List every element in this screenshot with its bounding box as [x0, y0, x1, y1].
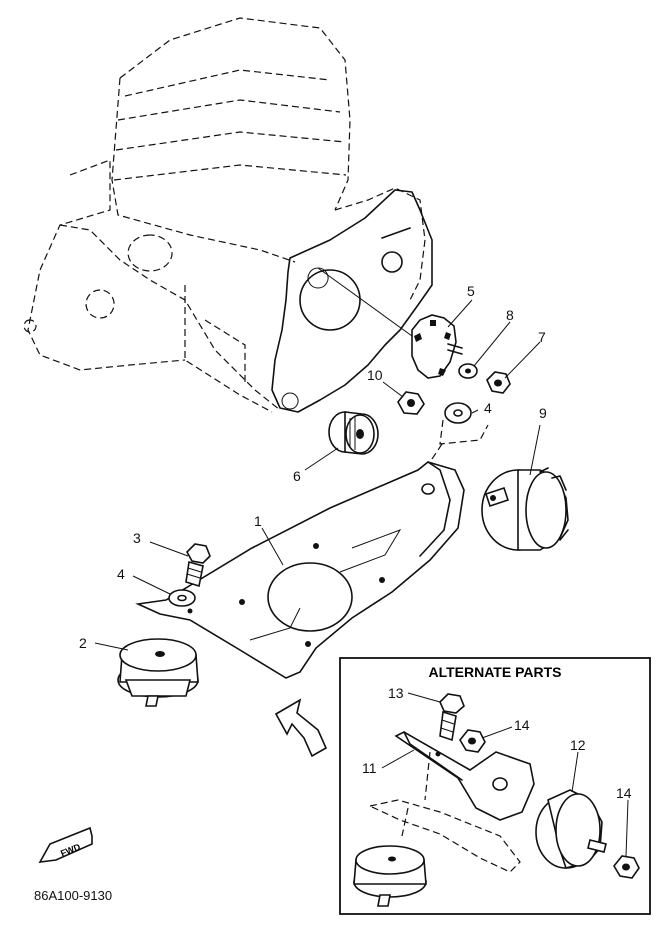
- forward-direction-arrow: [274, 698, 328, 758]
- callout-5: 5: [467, 283, 475, 299]
- callout-7: 7: [538, 329, 546, 345]
- inset-title: ALTERNATE PARTS: [429, 664, 562, 680]
- nut-part-7: [486, 371, 511, 394]
- rubber-mount-inset: [353, 845, 427, 907]
- engine-outline: [23, 17, 433, 413]
- callout-4-upper: 4: [484, 400, 492, 416]
- callout-10: 10: [367, 367, 383, 383]
- callout-1: 1: [254, 513, 262, 529]
- alternate-plate-outline: [368, 799, 521, 873]
- callout-14-upper: 14: [514, 717, 530, 733]
- bolt-part-13: [439, 693, 465, 742]
- callout-9: 9: [539, 405, 547, 421]
- nut-part-14-upper: [459, 729, 486, 753]
- callout-numbers: 1 2 3 4 4 5 6 7 8 9 10: [79, 283, 547, 651]
- nut-part-14-right: [613, 855, 640, 879]
- callout-14-right: 14: [616, 785, 632, 801]
- callout-2: 2: [79, 635, 87, 651]
- engine-mount-part-12: [535, 789, 607, 869]
- callout-6: 6: [293, 468, 301, 484]
- callout-leaders: [94, 299, 541, 651]
- bolt-part-3: [185, 543, 211, 588]
- fwd-indicator: FWD: [38, 826, 93, 863]
- alignment-dash: [401, 751, 431, 837]
- figure-code: 86A100-9130: [34, 888, 112, 903]
- washer-part-4-upper: [444, 402, 472, 424]
- rubber-mount-part-2: [117, 638, 199, 707]
- callout-12: 12: [570, 737, 586, 753]
- engine-mount-part-9: [481, 467, 569, 551]
- callout-13: 13: [388, 685, 404, 701]
- callout-4-lower: 4: [117, 566, 125, 582]
- callout-3: 3: [133, 530, 141, 546]
- callout-11: 11: [362, 760, 377, 776]
- alignment-dash: [439, 419, 489, 445]
- alternate-parts-inset: ALTERNATE PARTS: [339, 657, 651, 915]
- damper-stud-part-5: [411, 314, 463, 379]
- callout-8: 8: [506, 307, 514, 323]
- bushing-part-6: [328, 411, 379, 455]
- washer-part-8: [458, 363, 478, 379]
- alternate-bracket-part-11: [394, 731, 535, 821]
- mounting-bracket-part-1: [135, 461, 465, 679]
- washer-part-4-lower: [168, 589, 196, 607]
- nut-part-10: [397, 391, 425, 415]
